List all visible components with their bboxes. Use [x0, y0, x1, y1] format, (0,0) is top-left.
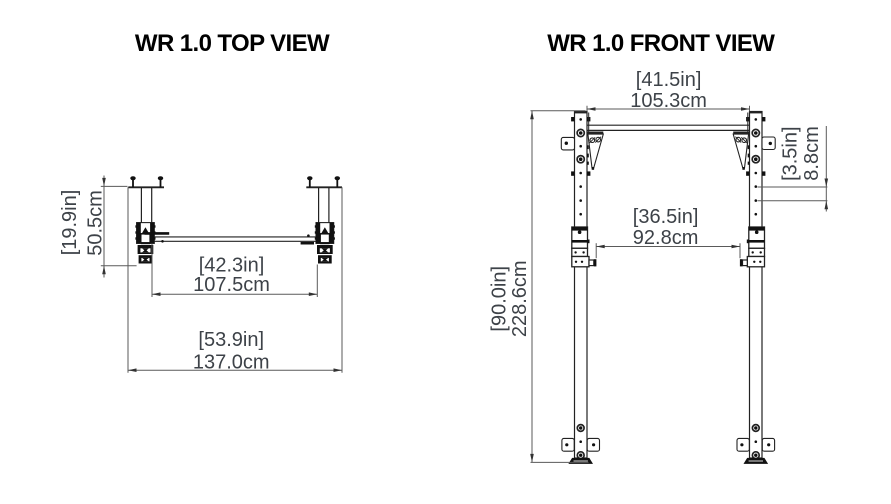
svg-text:92.8cm: 92.8cm	[633, 227, 699, 249]
svg-text:[42.3in]: [42.3in]	[199, 254, 265, 276]
svg-text:[90.0in]: [90.0in]	[488, 266, 510, 332]
svg-text:WR 1.0 TOP VIEW: WR 1.0 TOP VIEW	[135, 30, 330, 57]
svg-text:50.5cm: 50.5cm	[84, 190, 106, 256]
svg-text:105.3cm: 105.3cm	[630, 90, 707, 112]
svg-text:[19.9in]: [19.9in]	[59, 190, 81, 256]
svg-text:228.6cm: 228.6cm	[509, 260, 531, 337]
svg-text:107.5cm: 107.5cm	[193, 274, 270, 296]
svg-text:WR 1.0 FRONT VIEW: WR 1.0 FRONT VIEW	[547, 30, 775, 57]
svg-text:8.8cm: 8.8cm	[801, 126, 823, 180]
svg-text:[41.5in]: [41.5in]	[636, 69, 702, 91]
svg-text:[36.5in]: [36.5in]	[633, 206, 699, 228]
svg-text:[3.5in]: [3.5in]	[779, 126, 801, 180]
svg-text:137.0cm: 137.0cm	[193, 352, 270, 374]
svg-text:[53.9in]: [53.9in]	[198, 329, 264, 351]
